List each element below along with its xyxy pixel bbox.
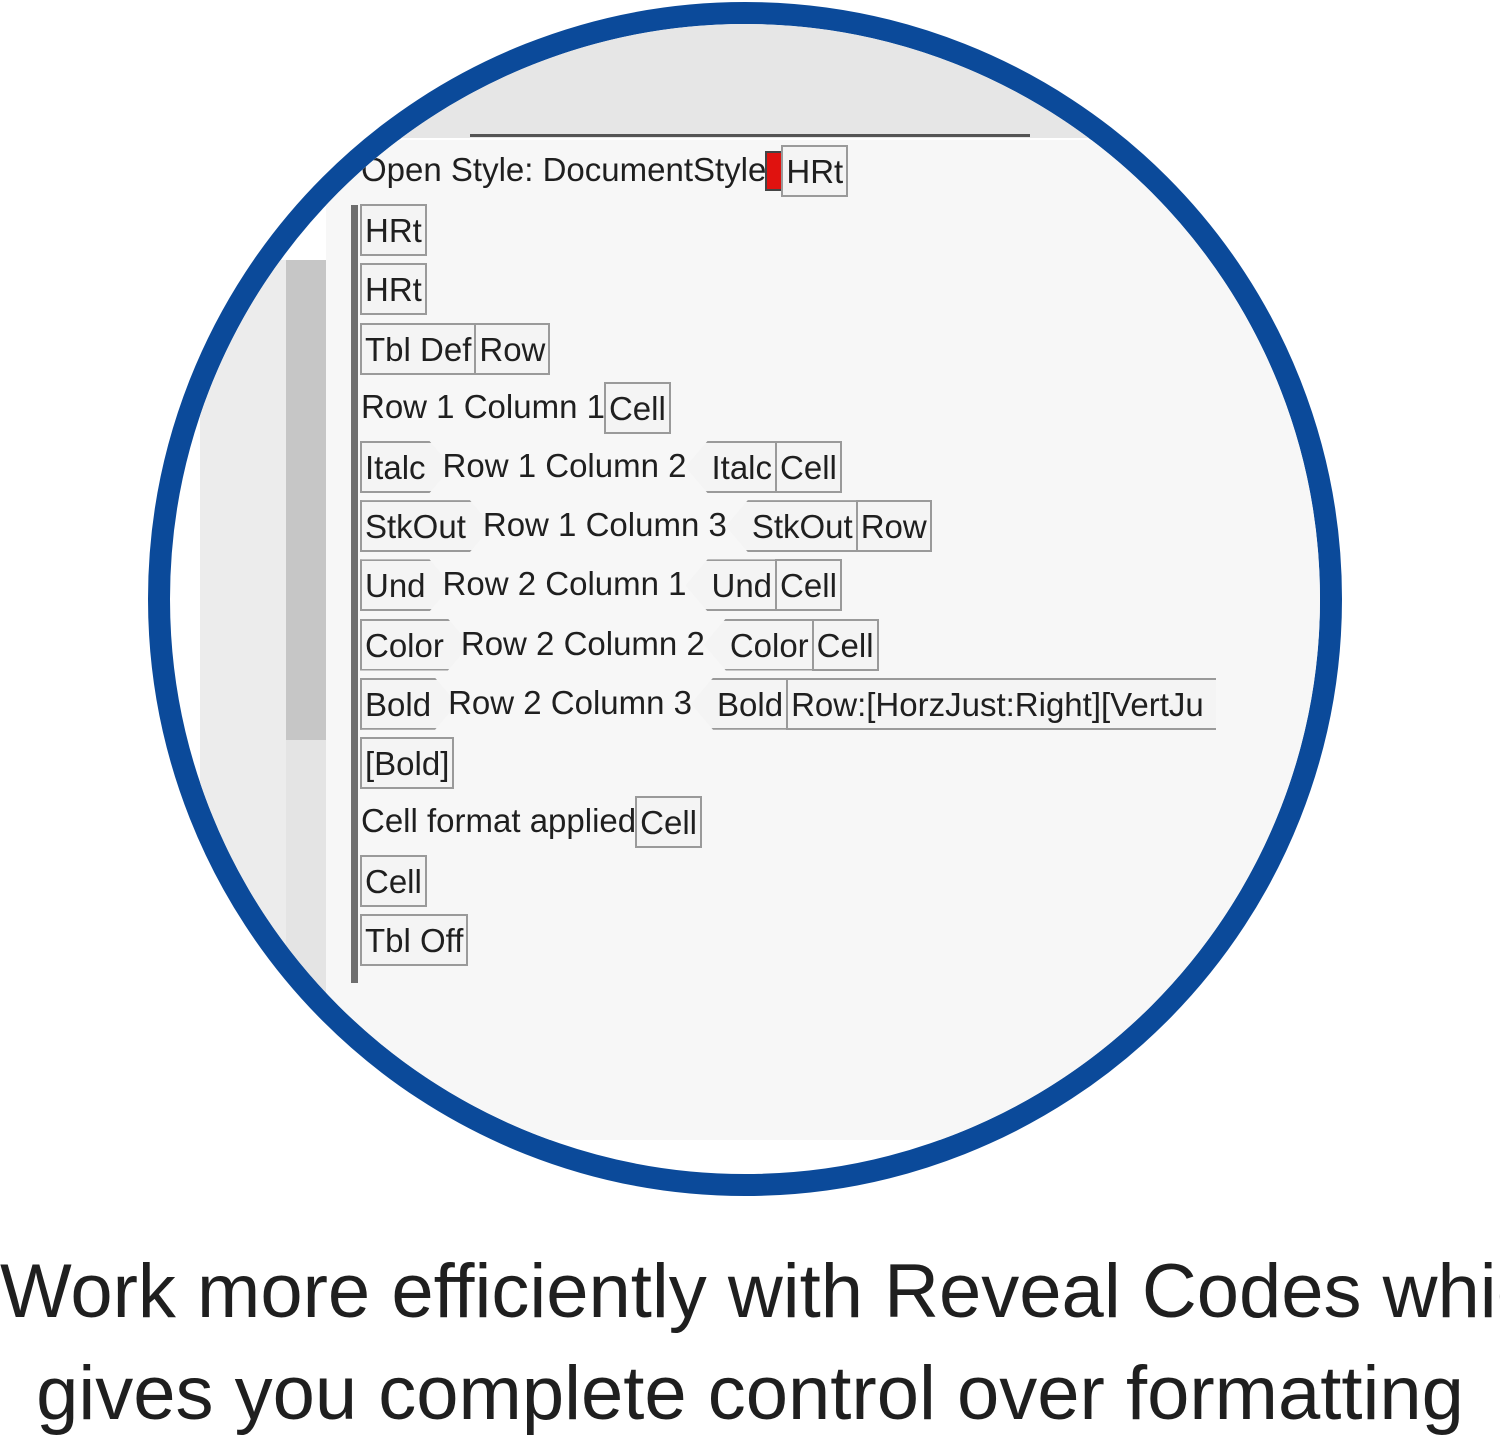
code-tag[interactable]: Cell	[635, 796, 702, 849]
code-text: Row 2 Column 1	[442, 565, 687, 603]
code-tag[interactable]: Cell	[603, 381, 671, 434]
code-tag[interactable]: Row:[HorzJust:Right][VertJu	[786, 677, 1217, 730]
code-tag-close[interactable]: Color	[703, 618, 814, 671]
document-area-top	[300, 24, 1200, 138]
reveal-code-line: HRt	[360, 260, 1320, 319]
code-tag[interactable]: Cell	[811, 618, 879, 671]
code-tag[interactable]: HRt	[781, 145, 849, 197]
panel-left-rule	[351, 205, 358, 983]
code-tag[interactable]: Tbl Def	[360, 322, 477, 375]
code-tag-open[interactable]: Bold	[360, 678, 457, 730]
reveal-code-line: HRt	[360, 201, 1320, 260]
code-text: Row 2 Column 2	[460, 624, 705, 662]
code-tag-open[interactable]: Italc	[360, 441, 452, 493]
code-tag-close[interactable]: Und	[685, 559, 778, 612]
caption-line-2: gives you complete control over formatti…	[36, 1351, 1464, 1435]
code-text: Row 1 Column 1	[361, 387, 605, 425]
code-tag-close[interactable]: StkOut	[725, 500, 858, 553]
code-tag[interactable]: Tbl Off	[360, 914, 469, 967]
code-tag-open[interactable]: Color	[360, 619, 470, 671]
code-tag-close[interactable]: Bold	[691, 677, 789, 730]
code-text: Row 1 Column 3	[482, 506, 727, 544]
code-tag[interactable]: Cell	[775, 440, 842, 493]
code-tag[interactable]: HRt	[360, 204, 427, 257]
reveal-code-line: Open Style: DocumentStyle HRt	[360, 142, 1320, 201]
code-tag-open[interactable]: StkOut	[360, 500, 492, 552]
reveal-code-line: Cell	[360, 852, 1320, 911]
reveal-code-line: Tbl Off	[360, 911, 1320, 970]
reveal-code-line: [Bold]	[360, 734, 1320, 793]
code-text: Row 1 Column 2	[442, 446, 687, 484]
code-text: Cell format applied	[361, 802, 637, 840]
code-tag[interactable]: HRt	[360, 263, 427, 316]
scrollbar-thumb[interactable]	[286, 260, 326, 740]
left-margin	[200, 260, 286, 1020]
code-tag-open[interactable]: Und	[360, 559, 452, 611]
code-tag-close[interactable]: Italc	[685, 440, 778, 493]
code-tag[interactable]: Cell	[775, 559, 842, 612]
code-tag[interactable]: Row	[474, 322, 551, 375]
code-tag[interactable]: [Bold]	[360, 736, 455, 789]
code-text: Row 2 Column 3	[448, 683, 693, 721]
window-divider	[470, 134, 1030, 137]
code-text: Open Style: DocumentStyle	[361, 151, 767, 188]
code-tag[interactable]: Cell	[360, 855, 427, 908]
caption-line-1: Work more efficiently with Reveal Codes …	[0, 1249, 1500, 1334]
code-tag[interactable]: Row	[855, 500, 932, 553]
